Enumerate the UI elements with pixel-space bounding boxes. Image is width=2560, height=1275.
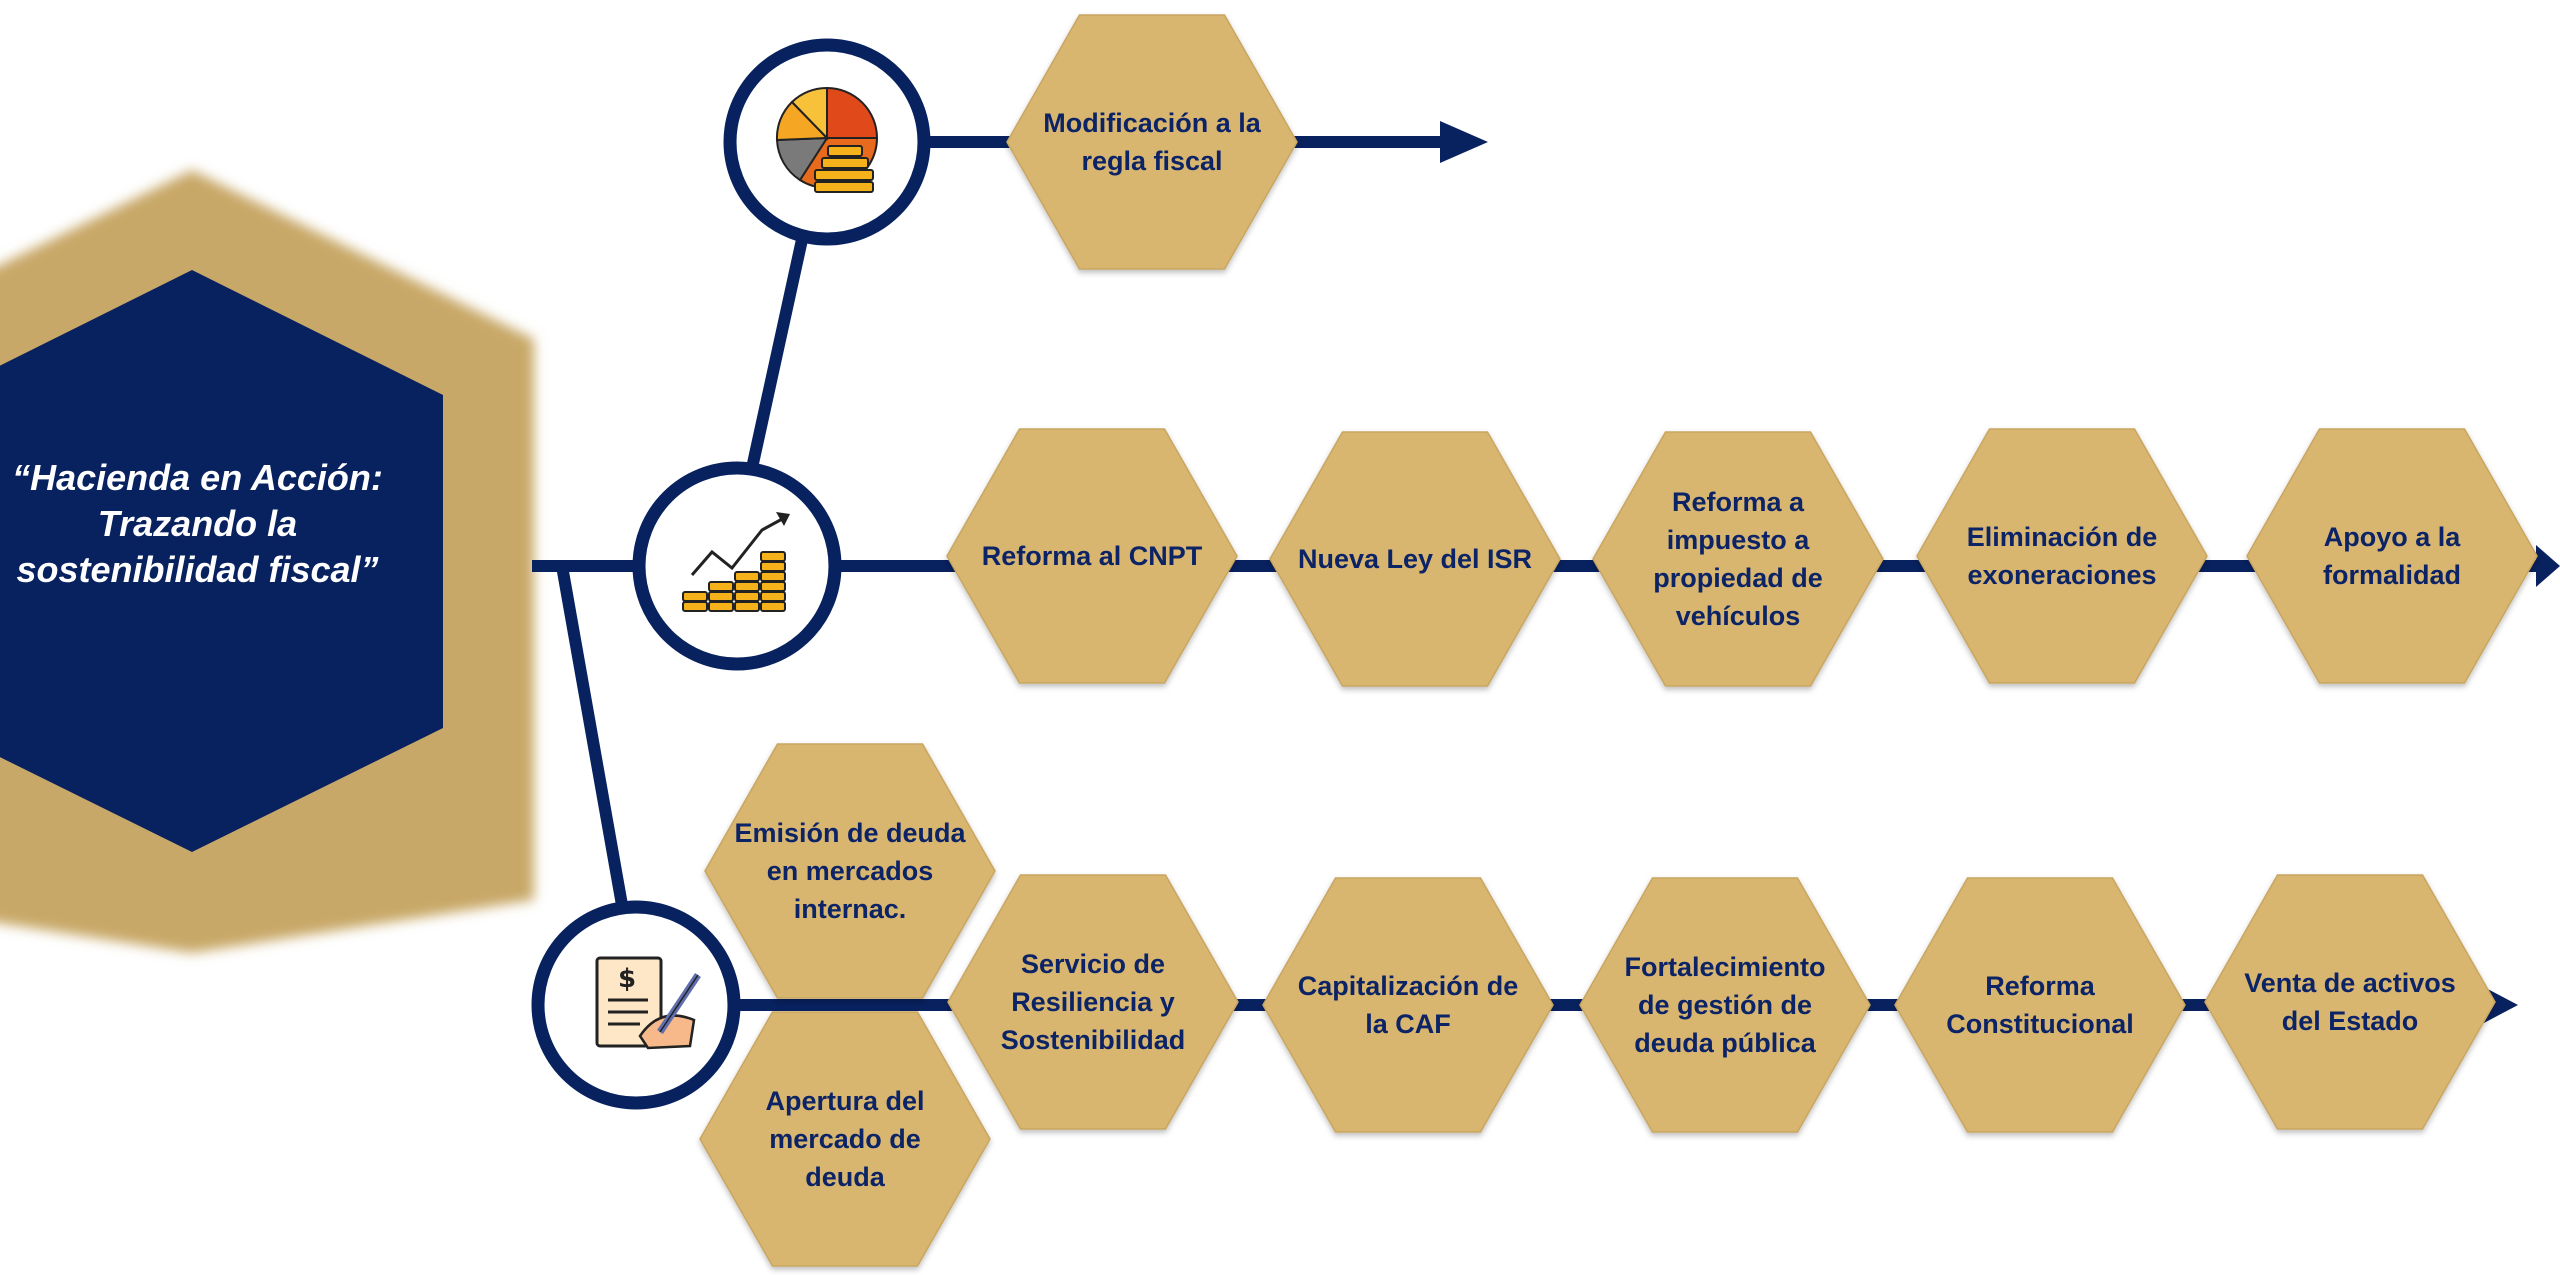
step-label-line: Modificación a la — [1043, 108, 1261, 138]
step-label-line: la CAF — [1365, 1009, 1451, 1039]
step-label-line: Capitalización de — [1297, 971, 1519, 1001]
pie-chart-coins-icon — [775, 86, 879, 193]
step-label: Emisión de deuda en mercados internac. — [710, 761, 990, 981]
step-label-line: Reforma — [1985, 971, 2095, 1001]
step-label: Reforma al CNPT — [952, 446, 1232, 666]
step-label-line: formalidad — [2322, 560, 2462, 590]
step-label-line: vehículos — [1675, 601, 1801, 631]
step-hexagon — [1894, 877, 2186, 1133]
central-title-line-1: “Hacienda en Acción: — [12, 457, 383, 498]
step-hexagon — [1006, 14, 1298, 270]
step-label-line: Eliminación de — [1966, 522, 2158, 552]
step-label-line: Reforma a — [1671, 487, 1805, 517]
step-hexagon — [2246, 428, 2538, 684]
step-hexagon — [1916, 428, 2208, 684]
step-label-line: mercado de — [769, 1124, 921, 1154]
step-label-line: Constitucional — [1946, 1009, 2134, 1039]
step-label-line: exoneraciones — [1967, 560, 2157, 590]
step-label-line: Reforma al CNPT — [981, 541, 1203, 571]
step-label-line: Apertura del — [765, 1086, 925, 1116]
contract-signing-icon: $ — [595, 956, 701, 1050]
step-label-line: Apoyo a la — [2323, 522, 2461, 552]
step-label-line: deuda — [805, 1162, 885, 1192]
step-hexagon — [699, 1011, 991, 1267]
step-label-line: en mercados — [766, 856, 934, 886]
step-label-line: Emisión de deuda — [734, 818, 966, 848]
step-label: Servicio de Resiliencia y Sostenibilidad — [953, 892, 1233, 1112]
step-hexagon — [946, 428, 1238, 684]
step-label: Apoyo a la formalidad — [2252, 446, 2532, 666]
step-label-line: Sostenibilidad — [1000, 1025, 1186, 1055]
step-hexagons — [699, 14, 2538, 1267]
step-hexagon — [947, 874, 1239, 1130]
step-label: Fortalecimiento de gestión de deuda públic… — [1585, 895, 1865, 1115]
central-inner-hexagon — [0, 270, 443, 852]
step-label-line: impuesto a — [1666, 525, 1810, 555]
branch-icon-circle-2 — [632, 461, 842, 671]
arrow-head-branch-1 — [1440, 121, 1488, 163]
step-hexagon — [1592, 431, 1884, 687]
step-label-line: deuda pública — [1634, 1028, 1816, 1058]
branch-icon-circle-3: $ — [531, 900, 741, 1110]
step-label: Capitalización de la CAF — [1268, 895, 1548, 1115]
step-label: Eliminación de exoneraciones — [1922, 446, 2202, 666]
step-label: Apertura del mercado de deuda — [705, 1029, 985, 1249]
step-label-line: Venta de activos — [2244, 968, 2456, 998]
branch-icon-circle-1 — [723, 38, 931, 246]
step-hexagon — [2204, 874, 2496, 1130]
step-label-line: Fortalecimiento — [1624, 952, 1826, 982]
step-label-line: del Estado — [2281, 1006, 2419, 1036]
step-label-line: de gestión de — [1637, 990, 1812, 1020]
step-hexagon — [1579, 877, 1871, 1133]
arrow-head-branch-2 — [2536, 545, 2560, 587]
central-title-line-3: sostenibilidad fiscal” — [16, 549, 379, 590]
central-title-line-2: Trazando la — [97, 503, 298, 544]
step-label-line: Servicio de — [1020, 949, 1166, 979]
step-label-line: Nueva Ley del ISR — [1297, 544, 1533, 574]
step-label: Venta de activos del Estado — [2210, 892, 2490, 1112]
growth-chart-coins-icon — [682, 512, 790, 612]
svg-text:$: $ — [618, 964, 636, 994]
step-hexagon — [704, 743, 996, 999]
step-label-line: propiedad de — [1653, 563, 1823, 593]
step-label: Modificación a la regla fiscal — [1012, 32, 1292, 252]
step-hexagon — [1269, 431, 1561, 687]
step-label-line: Resiliencia y — [1011, 987, 1175, 1017]
step-label-line: regla fiscal — [1081, 146, 1223, 176]
step-hexagon — [1262, 877, 1554, 1133]
step-label-line: internac. — [793, 894, 907, 924]
central-title: “Hacienda en Acción: Trazando la sosteni… — [0, 455, 395, 593]
step-label: Reforma a impuesto a propiedad de vehículos — [1598, 449, 1878, 669]
step-label: Nueva Ley del ISR — [1275, 449, 1555, 669]
